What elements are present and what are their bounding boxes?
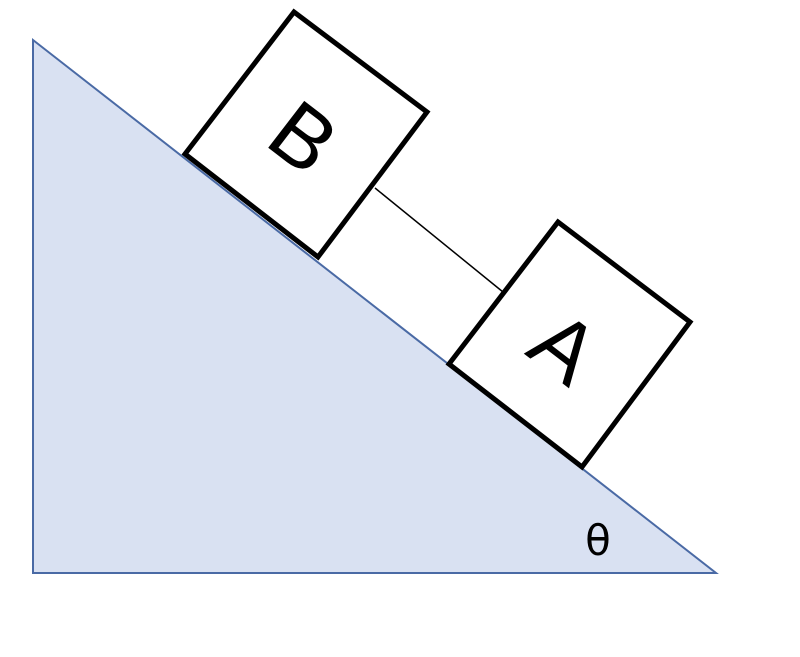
block-b-body bbox=[181, 8, 431, 261]
block-b: B bbox=[181, 8, 431, 261]
block-a: A bbox=[445, 218, 694, 471]
connecting-string bbox=[374, 187, 504, 293]
block-a-body bbox=[445, 218, 694, 471]
angle-theta-label: θ bbox=[585, 516, 611, 565]
